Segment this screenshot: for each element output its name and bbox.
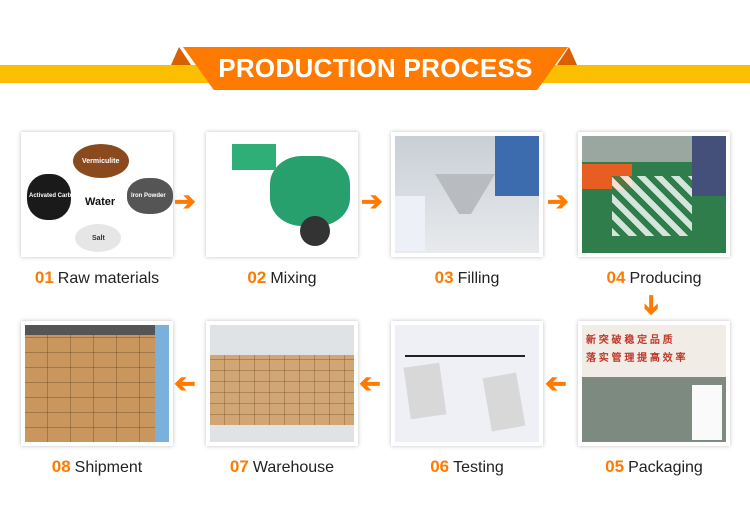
banner-fold-left bbox=[171, 47, 191, 65]
packaging-sign-line-1: 新 突 破 稳 定 品 质 bbox=[586, 335, 673, 346]
step-image-shipment bbox=[21, 321, 173, 446]
step-image-testing bbox=[391, 321, 543, 446]
water-label: Water bbox=[85, 196, 116, 208]
arrow-left-icon: ➔ bbox=[545, 368, 567, 398]
page-title: PRODUCTION PROCESS bbox=[183, 47, 568, 90]
step-image-filling bbox=[391, 132, 543, 257]
iron-label: Iron Powder bbox=[131, 193, 166, 199]
step-image-producing bbox=[578, 132, 730, 257]
step-image-raw-materials: Vermiculite Activated Carbon Water Iron … bbox=[21, 132, 173, 257]
step-image-warehouse bbox=[206, 321, 358, 446]
step-image-packaging: 新 突 破 稳 定 品 质 落 实 管 理 提 高 效 率 bbox=[578, 321, 730, 446]
carbon-label: Activated Carbon bbox=[29, 193, 79, 199]
arrow-left-icon: ➔ bbox=[174, 368, 196, 398]
iron-pile bbox=[127, 178, 173, 214]
vermiculite-pile bbox=[73, 144, 129, 178]
salt-label: Salt bbox=[92, 235, 105, 242]
arrow-right-icon: ➔ bbox=[361, 186, 383, 216]
arrow-down-icon: ➔ bbox=[636, 294, 667, 316]
salt-pile bbox=[75, 224, 121, 252]
vermiculite-label: Vermiculite bbox=[82, 158, 120, 165]
arrow-left-icon: ➔ bbox=[359, 368, 381, 398]
arrow-right-icon: ➔ bbox=[174, 186, 196, 216]
step-image-mixing bbox=[206, 132, 358, 257]
carbon-pile bbox=[27, 174, 71, 220]
packaging-sign-line-2: 落 实 管 理 提 高 效 率 bbox=[586, 353, 686, 364]
arrow-right-icon: ➔ bbox=[547, 186, 569, 216]
